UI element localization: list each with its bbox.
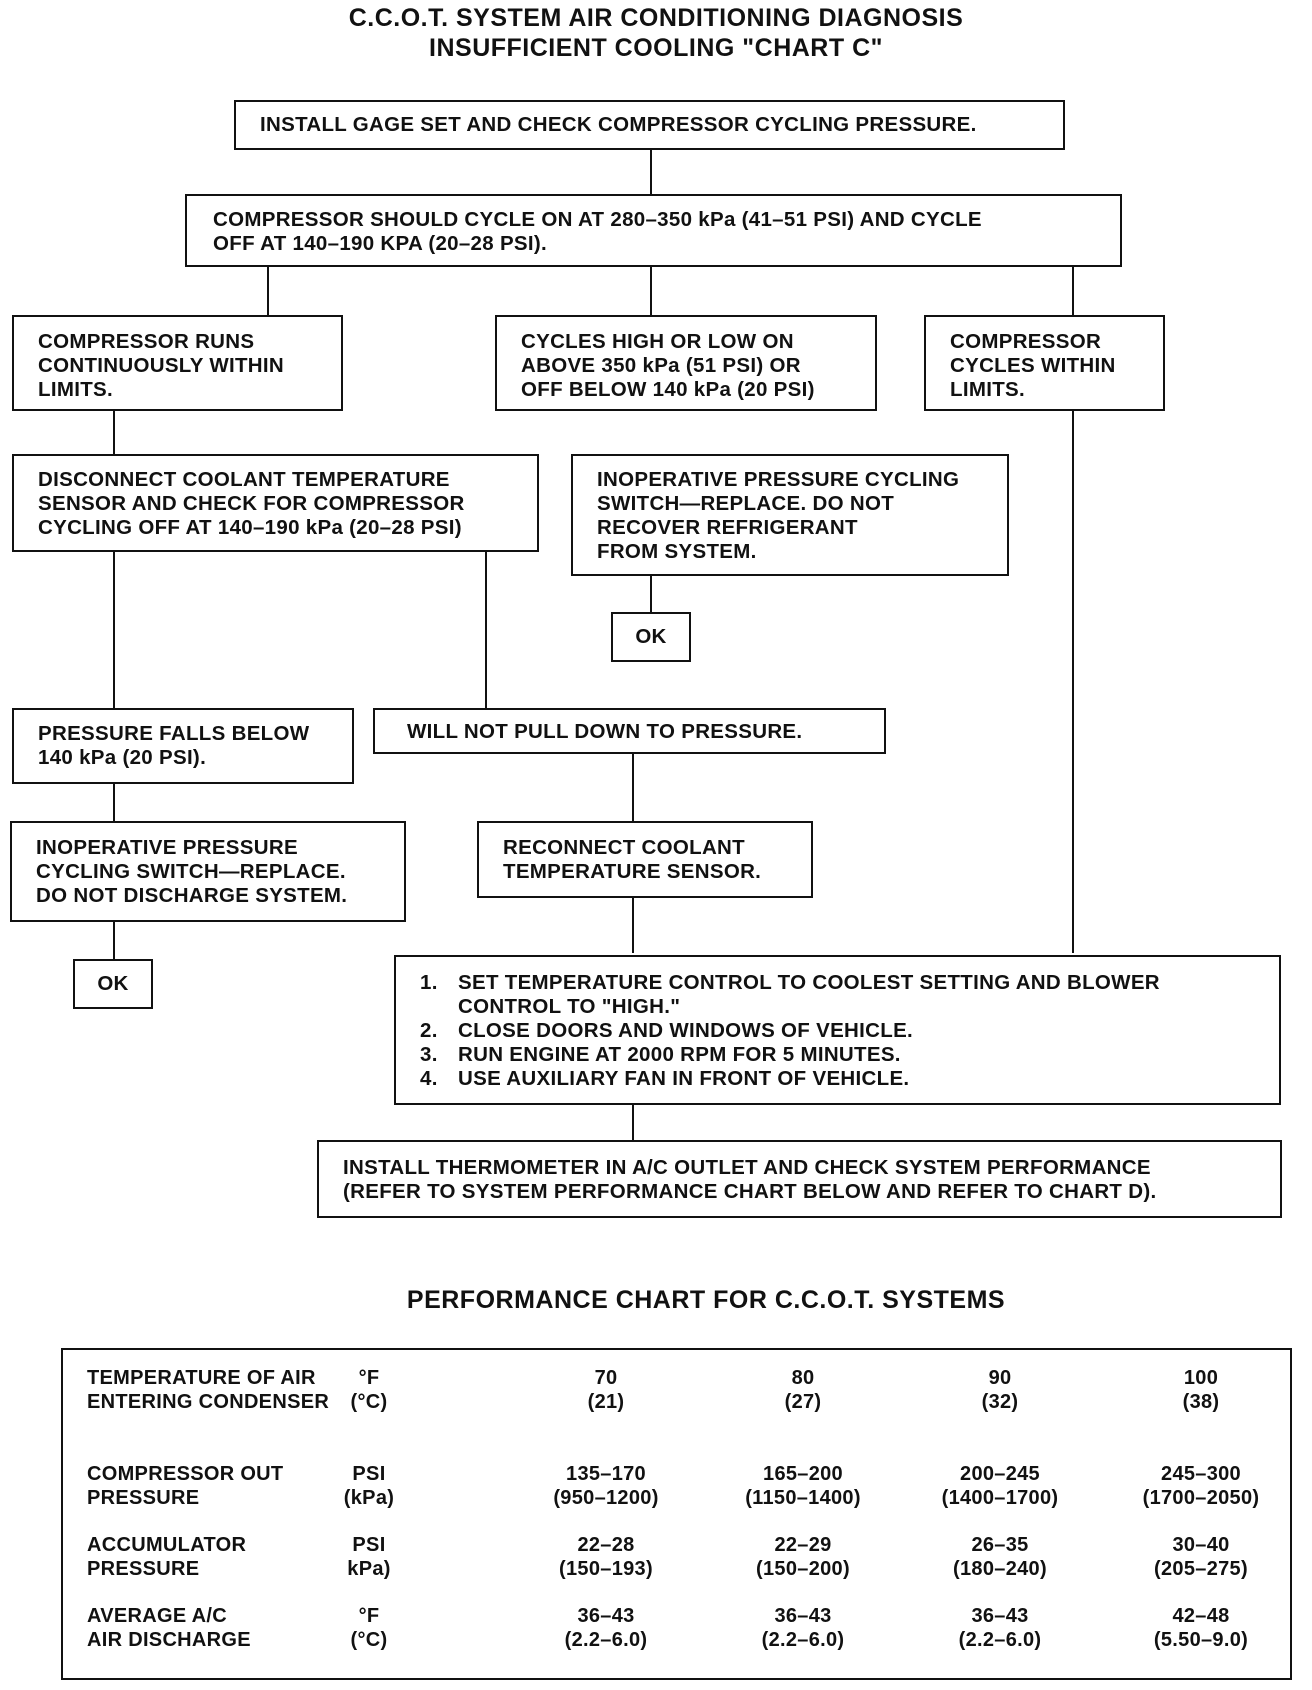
chart-title-line-1: C.C.O.T. SYSTEM AIR CONDITIONING DIAGNOS…	[348, 4, 964, 32]
install-thermometer-step: INSTALL THERMOMETER IN A/C OUTLET AND CH…	[317, 1140, 1282, 1218]
table-cell: 135–170 (950–1200)	[553, 1463, 659, 1509]
step-number: 3.	[420, 1043, 438, 1066]
connector	[650, 150, 652, 194]
test-setup-list: 1. SET TEMPERATURE CONTROL TO COOLEST SET…	[420, 971, 1259, 1091]
cycle-spec-text: COMPRESSOR SHOULD CYCLE ON AT 280–350 kP…	[213, 208, 982, 255]
connector	[650, 576, 652, 612]
pressure-falls-text: PRESSURE FALLS BELOW 140 kPa (20 PSI).	[38, 722, 310, 769]
runs-continuously-text: COMPRESSOR RUNS CONTINUOUSLY WITHIN LIMI…	[38, 330, 285, 401]
disconnect-sensor-step: DISCONNECT COOLANT TEMPERATURE SENSOR AN…	[12, 454, 539, 552]
connector	[267, 267, 269, 315]
list-item: 3. RUN ENGINE AT 2000 RPM FOR 5 MINUTES.	[420, 1043, 1259, 1067]
cycles-within-limits-result: COMPRESSOR CYCLES WITHIN LIMITS.	[924, 315, 1165, 411]
cycles-high-low-result: CYCLES HIGH OR LOW ON ABOVE 350 kPa (51 …	[495, 315, 877, 411]
disconnect-sensor-text: DISCONNECT COOLANT TEMPERATURE SENSOR AN…	[38, 468, 465, 539]
inoperative-switch-right-text: INOPERATIVE PRESSURE CYCLING SWITCH—REPL…	[597, 468, 960, 563]
connector	[113, 784, 115, 821]
list-item: 2. CLOSE DOORS AND WINDOWS OF VEHICLE.	[420, 1019, 1259, 1043]
table-cell: 70 (21)	[587, 1367, 625, 1413]
performance-chart-title: PERFORMANCE CHART FOR C.C.O.T. SYSTEMS	[406, 1286, 1006, 1314]
install-thermometer-text: INSTALL THERMOMETER IN A/C OUTLET AND CH…	[343, 1156, 1157, 1203]
step-text: SET TEMPERATURE CONTROL TO COOLEST SETTI…	[458, 971, 1160, 1018]
inoperative-switch-right-step: INOPERATIVE PRESSURE CYCLING SWITCH—REPL…	[571, 454, 1009, 576]
table-cell: 22–28 (150–193)	[559, 1534, 653, 1580]
row-label: TEMPERATURE OF AIR ENTERING CONDENSER	[87, 1367, 330, 1413]
connector	[632, 1102, 634, 1140]
connector	[632, 896, 634, 953]
table-cell: 200–245 (1400–1700)	[941, 1463, 1059, 1509]
step-number: 1.	[420, 971, 438, 994]
install-gage-text: INSTALL GAGE SET AND CHECK COMPRESSOR CY…	[260, 113, 977, 136]
will-not-pull-down-text: WILL NOT PULL DOWN TO PRESSURE.	[407, 720, 803, 743]
row-unit: PSI kPa)	[347, 1534, 391, 1580]
will-not-pull-down-result: WILL NOT PULL DOWN TO PRESSURE.	[373, 708, 886, 754]
table-cell: 90 (32)	[981, 1367, 1019, 1413]
table-cell: 26–35 (180–240)	[953, 1534, 1047, 1580]
connector	[632, 752, 634, 821]
connector	[113, 552, 115, 708]
test-setup-steps: 1. SET TEMPERATURE CONTROL TO COOLEST SET…	[394, 955, 1281, 1105]
table-cell: 36–43 (2.2–6.0)	[958, 1605, 1042, 1651]
table-cell: 30–40 (205–275)	[1154, 1534, 1248, 1580]
connector	[650, 267, 652, 315]
reconnect-sensor-step: RECONNECT COOLANT TEMPERATURE SENSOR.	[477, 821, 813, 898]
step-text: RUN ENGINE AT 2000 RPM FOR 5 MINUTES.	[458, 1043, 901, 1066]
ok-right-text: OK	[635, 625, 667, 648]
list-item: 4. USE AUXILIARY FAN IN FRONT OF VEHICLE.	[420, 1067, 1259, 1091]
table-cell: 42–48 (5.50–9.0)	[1153, 1605, 1249, 1651]
inoperative-switch-left-step: INOPERATIVE PRESSURE CYCLING SWITCH—REPL…	[10, 821, 406, 922]
reconnect-sensor-text: RECONNECT COOLANT TEMPERATURE SENSOR.	[503, 836, 762, 883]
ok-right-box: OK	[611, 612, 691, 662]
chart-title-line-2: INSUFFICIENT COOLING "CHART C"	[429, 34, 883, 62]
step-number: 2.	[420, 1019, 438, 1042]
connector	[1072, 267, 1074, 315]
connector	[1072, 411, 1074, 953]
table-cell: 100 (38)	[1182, 1367, 1220, 1413]
cycles-high-low-text: CYCLES HIGH OR LOW ON ABOVE 350 kPa (51 …	[521, 330, 815, 401]
connector	[113, 922, 115, 959]
connector	[485, 552, 487, 708]
row-label: ACCUMULATOR PRESSURE	[87, 1534, 247, 1580]
list-item: 1. SET TEMPERATURE CONTROL TO COOLEST SET…	[420, 971, 1259, 1019]
pressure-falls-result: PRESSURE FALLS BELOW 140 kPa (20 PSI).	[12, 708, 354, 784]
step-number: 4.	[420, 1067, 438, 1090]
ok-left-text: OK	[97, 972, 129, 995]
connector	[113, 411, 115, 454]
install-gage-step: INSTALL GAGE SET AND CHECK COMPRESSOR CY…	[234, 100, 1065, 150]
row-unit: PSI (kPa)	[343, 1463, 395, 1509]
step-text: CLOSE DOORS AND WINDOWS OF VEHICLE.	[458, 1019, 914, 1042]
table-cell: 245–300 (1700–2050)	[1142, 1463, 1260, 1509]
row-unit: °F (°C)	[350, 1367, 388, 1413]
table-cell: 36–43 (2.2–6.0)	[761, 1605, 845, 1651]
row-label: AVERAGE A/C AIR DISCHARGE	[87, 1605, 251, 1651]
performance-table: TEMPERATURE OF AIR ENTERING CONDENSER °F…	[61, 1348, 1292, 1680]
inoperative-switch-left-text: INOPERATIVE PRESSURE CYCLING SWITCH—REPL…	[36, 836, 348, 907]
table-cell: 165–200 (1150–1400)	[745, 1463, 861, 1509]
row-unit: °F (°C)	[350, 1605, 388, 1651]
table-cell: 36–43 (2.2–6.0)	[564, 1605, 648, 1651]
ok-left-box: OK	[73, 959, 153, 1009]
table-cell: 22–29 (150–200)	[756, 1534, 850, 1580]
cycles-within-limits-text: COMPRESSOR CYCLES WITHIN LIMITS.	[950, 330, 1116, 401]
step-text: USE AUXILIARY FAN IN FRONT OF VEHICLE.	[458, 1067, 910, 1090]
row-label: COMPRESSOR OUT PRESSURE	[87, 1463, 284, 1509]
cycle-spec-step: COMPRESSOR SHOULD CYCLE ON AT 280–350 kP…	[185, 194, 1122, 267]
runs-continuously-result: COMPRESSOR RUNS CONTINUOUSLY WITHIN LIMI…	[12, 315, 343, 411]
table-cell: 80 (27)	[784, 1367, 822, 1413]
